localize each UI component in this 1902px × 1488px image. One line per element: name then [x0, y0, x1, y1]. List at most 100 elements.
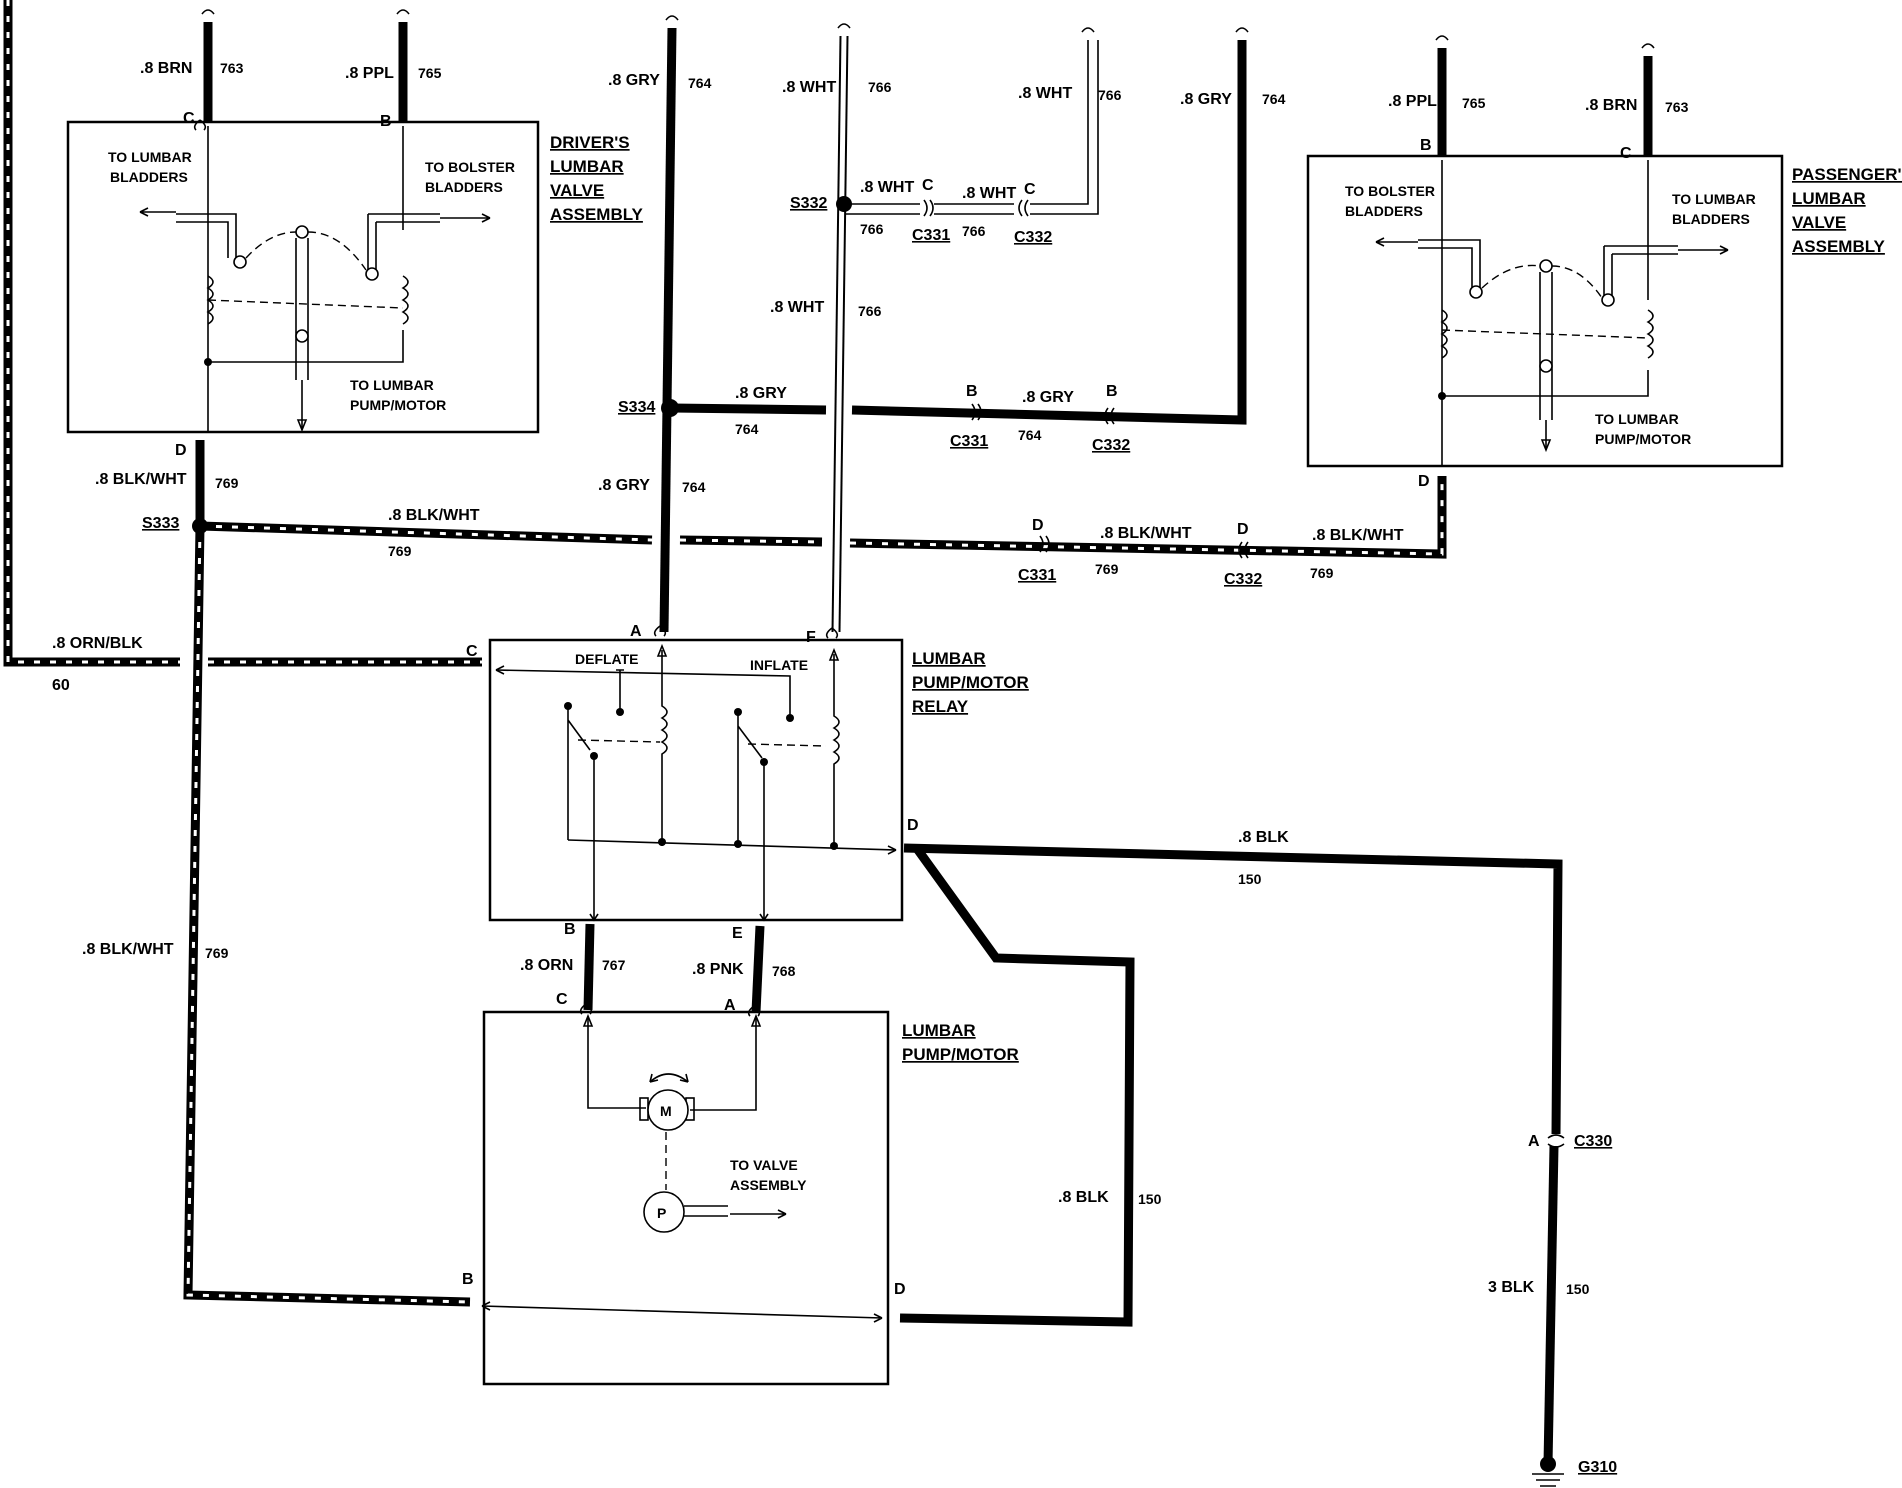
relay-pin-f: F	[806, 629, 816, 646]
wire-circuit-767: 767	[602, 957, 626, 973]
wire-pnk-768: .8 PNK 768	[692, 925, 796, 1013]
passenger-valve-title-3: VALVE	[1792, 213, 1846, 232]
wire-circuit-766-4: 766	[962, 223, 986, 239]
passenger-to-pump-2: PUMP/MOTOR	[1595, 431, 1691, 447]
motor-label: M	[660, 1103, 672, 1119]
wire-circuit-764-5: 764	[1018, 427, 1042, 443]
c330-pin-a: A	[1528, 1133, 1540, 1150]
passenger-lumbar-valve-assembly: .8 PPL 765 .8 BRN 763 B C TO BOLSTER BLA…	[1306, 35, 1902, 468]
wire-circuit-768: 768	[772, 963, 796, 979]
pump-symbol	[643, 1191, 685, 1233]
pump-to-valve-1: TO VALVE	[730, 1157, 798, 1173]
connector-c330: C330	[1574, 1133, 1612, 1150]
wire-label-wht-2: .8 WHT	[1018, 85, 1072, 102]
relay-pin-e: E	[732, 925, 743, 942]
wire-label-brn-passenger: .8 BRN	[1585, 97, 1637, 114]
wire-orn-767: .8 ORN 767	[520, 923, 626, 1011]
wire-circuit-769-5: 769	[1310, 565, 1334, 581]
pin-d-driver: D	[175, 442, 187, 459]
wire-label-gry-2: .8 GRY	[1180, 91, 1232, 108]
driver-to-bolster-1: TO BOLSTER	[425, 159, 515, 175]
c331-pin-d: D	[1032, 517, 1044, 534]
connector-c331-c: C331	[912, 227, 950, 244]
passenger-valve-title-4: ASSEMBLY	[1792, 237, 1886, 256]
relay-pin-d: D	[907, 817, 919, 834]
passenger-valve-title-1: PASSENGER'S	[1792, 165, 1902, 184]
wire-blk-150: .8 BLK 150 .8 BLK 150 A C330 3 BLK 150 G…	[899, 829, 1617, 1487]
wire-circuit-769-4: 769	[1095, 561, 1119, 577]
passenger-to-lumbar-1: TO LUMBAR	[1672, 191, 1756, 207]
wire-circuit-769-3: 769	[205, 945, 229, 961]
c332-pin-d: D	[1237, 521, 1249, 538]
wire-label-blkwht-4: .8 BLK/WHT	[1100, 525, 1192, 542]
relay-title-3: RELAY	[912, 697, 969, 716]
wire-label-gry-4: .8 GRY	[598, 477, 650, 494]
pump-to-valve-2: ASSEMBLY	[730, 1177, 807, 1193]
wire-circuit-764-3: 764	[735, 421, 759, 437]
wire-circuit-766-1: 766	[868, 79, 892, 95]
pump-label: P	[657, 1205, 666, 1221]
wire-label-blk-1: .8 BLK	[1238, 829, 1289, 846]
passenger-to-bolster-1: TO BOLSTER	[1345, 183, 1435, 199]
wire-circuit-764-1: 764	[688, 75, 712, 91]
relay-title-1: LUMBAR	[912, 649, 986, 668]
wire-circuit-150-3: 150	[1566, 1281, 1590, 1297]
wire-label-gry-3: .8 GRY	[735, 385, 787, 402]
wire-label-blkwht-3: .8 BLK/WHT	[82, 941, 174, 958]
relay-pin-a: A	[630, 623, 642, 640]
ground-icon	[1540, 1456, 1556, 1472]
wire-label-pnk: .8 PNK	[692, 961, 744, 978]
relay-title-2: PUMP/MOTOR	[912, 673, 1029, 692]
pin-c-driver: C	[183, 110, 195, 127]
wire-wht-766: .8 WHT 766 .8 WHT 766 S332 .8 WHT 766 C …	[770, 23, 1122, 633]
wire-gry-764: .8 GRY 764 .8 GRY 764 S334 .8 GRY 764 .8…	[598, 15, 1286, 633]
driver-valve-title-3: VALVE	[550, 181, 604, 200]
pin-b-driver: B	[380, 113, 392, 130]
wire-label-blkwht-1: .8 BLK/WHT	[95, 471, 187, 488]
driver-valve-title-4: ASSEMBLY	[550, 205, 644, 224]
relay-inflate-label: INFLATE	[750, 657, 808, 673]
passenger-to-pump-1: TO LUMBAR	[1595, 411, 1679, 427]
relay-box	[488, 638, 904, 922]
c331-pin-b: B	[966, 383, 978, 400]
connector-c331-d: C331	[1018, 567, 1056, 584]
wire-circuit-765-driver: 765	[418, 65, 442, 81]
motor-symbol	[647, 1089, 689, 1131]
pump-motor-box	[482, 1010, 890, 1386]
wire-label-brn-driver: .8 BRN	[140, 60, 192, 77]
c332-pin-c: C	[1024, 181, 1036, 198]
wire-label-orn-blk: .8 ORN/BLK	[52, 635, 143, 652]
pin-c-passenger: C	[1620, 145, 1632, 162]
passenger-to-lumbar-2: BLADDERS	[1672, 211, 1750, 227]
relay-pin-c: C	[466, 643, 478, 660]
wire-label-ppl-driver: .8 PPL	[345, 65, 394, 82]
passenger-valve-box	[1306, 154, 1784, 468]
splice-s333: S333	[142, 515, 179, 532]
pin-b-passenger: B	[1420, 137, 1432, 154]
wire-label-gry-1: .8 GRY	[608, 72, 660, 89]
driver-to-pump-2: PUMP/MOTOR	[350, 397, 446, 413]
wire-circuit-150-2: 150	[1138, 1191, 1162, 1207]
splice-s332: S332	[790, 195, 827, 212]
wire-circuit-764-4: 764	[682, 479, 706, 495]
passenger-valve-title-2: LUMBAR	[1792, 189, 1866, 208]
wire-blkwht-769: .8 BLK/WHT 769 S333 .8 BLK/WHT 769 .8 BL…	[82, 440, 1447, 1307]
lumbar-pump-motor: C A B D LUMBAR PUMP/MOTOR M P TO VALVE A…	[462, 991, 1019, 1386]
relay-deflate-label: DEFLATE	[575, 651, 639, 667]
wire-circuit-763-passenger: 763	[1665, 99, 1689, 115]
driver-valve-box	[66, 120, 540, 434]
wire-circuit-769-2: 769	[388, 543, 412, 559]
wire-label-blk-2: .8 BLK	[1058, 1189, 1109, 1206]
wire-orn-blk-60: .8 ORN/BLK 60	[3, 0, 482, 694]
driver-to-lumbar-1: TO LUMBAR	[108, 149, 192, 165]
driver-to-pump-1: TO LUMBAR	[350, 377, 434, 393]
pin-d-passenger: D	[1418, 473, 1430, 490]
wire-end-caps	[193, 119, 839, 1017]
driver-to-lumbar-2: BLADDERS	[110, 169, 188, 185]
driver-to-bolster-2: BLADDERS	[425, 179, 503, 195]
wire-label-blk3: 3 BLK	[1488, 1279, 1535, 1296]
pump-pin-c: C	[556, 991, 568, 1008]
ground-g310: G310	[1578, 1459, 1617, 1476]
connector-c332-c: C332	[1014, 229, 1052, 246]
